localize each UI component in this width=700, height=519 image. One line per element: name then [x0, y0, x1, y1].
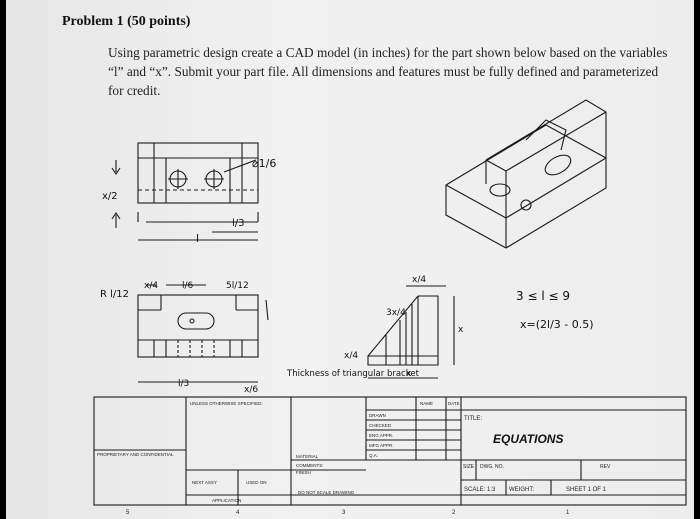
top-view	[111, 142, 259, 241]
front-top-1: x/4	[144, 281, 158, 291]
isometric-view	[445, 99, 607, 249]
engineering-drawing: ⌀1/6 x/2 l/3 l R l/12 x/4 l/6 5l/12 l/3 …	[93, 99, 687, 516]
side-view	[367, 285, 455, 379]
title-block	[93, 396, 687, 506]
tb-qa: Q.A.	[369, 453, 378, 458]
top-left-dim: x/2	[102, 191, 118, 202]
top-bottom-dim: l	[196, 232, 199, 245]
front-top-3: 5l/12	[226, 281, 249, 291]
tb-mfg-appr: MFG APPR.	[369, 443, 394, 448]
constraint-l: 3 ≤ l ≤ 9	[516, 289, 570, 303]
tb-eng-appr: ENG APPR.	[369, 433, 393, 438]
tb-material: MATERIAL	[296, 454, 319, 459]
tb-checked: CHECKED	[369, 423, 392, 428]
tb-col-1: 1	[566, 510, 570, 516]
thickness-note: Thickness of triangular bracket	[286, 369, 420, 379]
side-bottom-dim: x	[406, 369, 412, 379]
side-top-dim: x/4	[412, 275, 426, 285]
tb-used-on: USED ON	[246, 480, 267, 485]
tb-col-5: 5	[126, 510, 130, 516]
tb-finish: FINISH	[296, 470, 311, 475]
front-view	[137, 284, 269, 383]
tb-next-assy: NEXT ASSY	[192, 480, 217, 485]
tb-do-not-scale: DO NOT SCALE DRAWING	[298, 490, 355, 495]
side-left-dim: 3x/4	[386, 308, 406, 318]
problem-statement: Using parametric design create a CAD mod…	[108, 45, 668, 98]
tb-scale: SCALE: 1:3	[464, 487, 496, 493]
top-right-dim: l/3	[232, 218, 245, 229]
tb-col-3: 3	[342, 510, 346, 516]
tb-unless: UNLESS OTHERWISE SPECIFIED:	[190, 401, 263, 406]
tb-application: APPLICATION	[212, 498, 241, 503]
front-bottom-2: x/6	[244, 385, 258, 395]
tb-comments: COMMENTS:	[296, 463, 324, 468]
tb-sheet: SHEET 1 OF 1	[566, 487, 607, 493]
hole-dim: ⌀1/6	[252, 157, 276, 170]
tb-col-2: 2	[452, 510, 456, 516]
front-left-dim: R l/12	[100, 289, 129, 300]
tb-date: DATE	[448, 401, 460, 406]
front-bottom-1: l/3	[178, 379, 189, 389]
tb-name: NAME	[420, 401, 433, 406]
tb-dwg-no: DWG. NO.	[480, 464, 504, 470]
worksheet-page: Problem 1 (50 points) Using parametric d…	[6, 0, 694, 519]
tb-size: SIZE	[463, 464, 475, 470]
front-top-2: l/6	[182, 281, 194, 291]
tb-proprietary: PROPRIETARY AND CONFIDENTIAL	[97, 452, 174, 457]
tb-title: TITLE:	[464, 416, 482, 422]
tb-weight: WEIGHT:	[509, 487, 534, 493]
tb-rev: REV	[600, 464, 611, 470]
side-right-dim: x	[458, 325, 464, 335]
side-mid-dim: x/4	[344, 351, 358, 361]
tb-company: EQUATIONS	[493, 432, 563, 446]
problem-title: Problem 1 (50 points)	[62, 14, 191, 29]
constraint-x: x=(2l/3 - 0.5)	[520, 318, 594, 331]
tb-drawn: DRAWN	[369, 413, 386, 418]
tb-col-4: 4	[236, 510, 240, 516]
